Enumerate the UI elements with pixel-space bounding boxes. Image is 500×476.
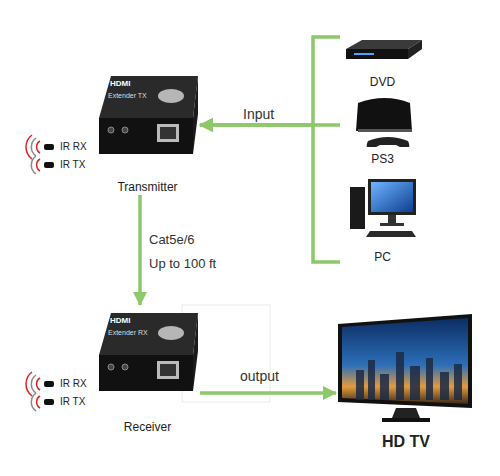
device-model-text: Extender TX (108, 92, 147, 100)
device-art (340, 95, 425, 147)
ps3-illustration (356, 98, 412, 147)
device-art (336, 312, 476, 428)
device-caption: PC (320, 249, 445, 265)
dvd-illustration (346, 40, 422, 59)
connector-label: Input (243, 106, 274, 122)
connector-label: Cat5e/6 (149, 232, 195, 248)
signal-name: IR RX (60, 141, 87, 152)
device-art (340, 35, 425, 70)
device-caption: Receiver (75, 419, 220, 435)
device-caption: Transmitter (75, 179, 220, 195)
signal-arrow (200, 391, 336, 395)
display-device: HD TV (336, 312, 476, 452)
device-caption: PS3 (320, 151, 445, 167)
ir-receiver-symbol (31, 393, 54, 411)
source-device: PC (340, 175, 425, 265)
signal-name: IR RX (60, 378, 87, 389)
device-art (340, 175, 425, 245)
device-logo-text: HDMI (110, 317, 130, 326)
cable-length-note: Up to 100 ft (149, 257, 216, 271)
ext-illustration (99, 76, 198, 154)
ext-illustration (99, 313, 198, 391)
device-model-text: Extender RX (108, 329, 148, 337)
device-logo-text: HDMI (110, 80, 130, 89)
ir-emitter-symbol (26, 372, 54, 396)
source-device: DVD (340, 35, 425, 90)
signal-arrow (200, 123, 340, 127)
source-device: PS3 (340, 95, 425, 167)
connector-label: output (240, 368, 279, 384)
signal-arrow (200, 125, 340, 262)
tv-illustration (338, 314, 472, 422)
ir-emitter-symbol (26, 135, 54, 159)
signal-name: IR TX (60, 159, 85, 170)
pc-illustration (350, 179, 416, 237)
ir-receiver-symbol (31, 156, 54, 174)
signal-arrow (138, 195, 142, 305)
device-caption: HD TV (316, 432, 496, 452)
device-caption: DVD (320, 74, 445, 90)
signal-arrow (200, 37, 340, 125)
signal-name: IR TX (60, 396, 85, 407)
